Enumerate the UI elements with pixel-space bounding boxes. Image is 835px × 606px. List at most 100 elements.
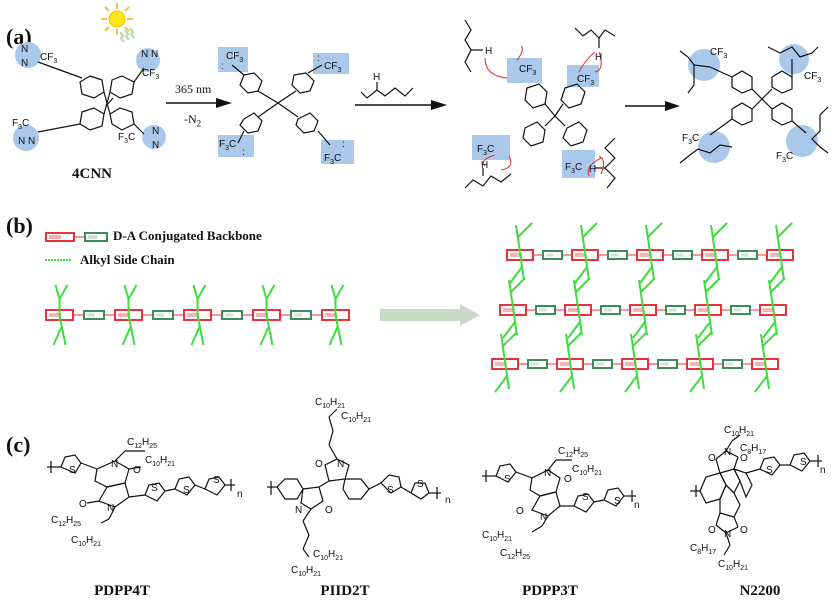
alkyl-side-chain (775, 224, 785, 281)
alkyl-side-chain (768, 279, 778, 336)
crosslink-highlight (698, 131, 730, 163)
alkyl-side-chain (704, 266, 718, 284)
donor-unit-highlight (705, 253, 717, 257)
alkyl-side-chain (580, 224, 590, 281)
acceptor-unit-highlight (87, 313, 95, 317)
sun-icon (101, 3, 135, 43)
alkyl-side-chain (770, 277, 786, 293)
svg-text:F3C: F3C (565, 162, 582, 175)
panel-c-label: (c) (6, 432, 31, 457)
donor-unit-highlight (640, 253, 652, 257)
svg-text:C10H21: C10H21 (315, 397, 345, 410)
svg-text:N: N (21, 58, 28, 69)
alkyl-side-chain (502, 331, 518, 347)
alkyl-side-chain (54, 284, 69, 302)
svg-text:H: H (595, 52, 602, 63)
svg-text:F3C: F3C (118, 132, 135, 145)
svg-text:N: N (724, 447, 731, 458)
svg-text:N: N (337, 459, 344, 470)
alkyl-side-chain (762, 321, 776, 339)
step1-wavelength: 365 nm (175, 82, 212, 96)
acceptor-unit-highlight (676, 253, 684, 257)
svg-text:N: N (141, 49, 148, 60)
acceptor-unit-highlight (669, 308, 677, 312)
acceptor-unit-highlight (611, 253, 619, 257)
alkyl-side-chain (123, 284, 138, 302)
alkyl-side-chain (630, 333, 640, 390)
alkyl-side-chain (196, 314, 205, 346)
diazirine-highlight (142, 125, 166, 149)
alkyl-side-chain (705, 277, 721, 293)
svg-text:N: N (540, 512, 547, 523)
svg-text:n: n (445, 495, 451, 506)
assembly-arrow (380, 304, 480, 326)
donor-unit-highlight (575, 253, 587, 257)
alkyl-side-chain (777, 222, 793, 238)
svg-text:N: N (151, 49, 158, 60)
svg-text:O: O (315, 459, 323, 470)
alkyl-side-chain (192, 284, 207, 302)
diazirine-highlight (15, 42, 41, 68)
alkyl-side-chain (582, 222, 598, 238)
alkyl-side-chain (710, 224, 720, 281)
alkyl-side-chain (58, 314, 67, 346)
donor-unit-highlight (49, 313, 62, 317)
svg-text:O: O (740, 453, 748, 464)
byproduct-subscript: 2 (196, 118, 202, 129)
svg-text:C10H21: C10H21 (482, 530, 512, 543)
alkyl-side-chain (573, 279, 583, 336)
acceptor-unit-highlight (734, 308, 742, 312)
donor-unit-highlight (625, 362, 637, 366)
acceptor-unit-highlight (294, 313, 302, 317)
svg-text:H: H (481, 160, 488, 171)
svg-text:S: S (69, 465, 76, 476)
acceptor-unit-highlight (604, 308, 612, 312)
svg-text:N: N (724, 529, 731, 540)
diazirine-highlight (13, 125, 39, 151)
svg-text:O: O (564, 474, 572, 485)
svg-text::: : (242, 147, 245, 158)
acceptor-unit-highlight (156, 313, 164, 317)
svg-text:CF3: CF3 (519, 64, 536, 77)
svg-text:F3C: F3C (12, 118, 29, 131)
donor-unit-highlight (763, 308, 775, 312)
acceptor-unit-highlight (531, 362, 539, 366)
reaction-arrow-3 (625, 101, 680, 111)
svg-text:F3C: F3C (324, 153, 341, 166)
alkyl-side-chain (52, 326, 63, 346)
alkyl-side-chain (334, 314, 343, 346)
carbene-highlight (218, 135, 254, 157)
legend-backbone-symbol (45, 232, 108, 242)
svg-text:S: S (387, 485, 394, 496)
svg-text:S: S (800, 457, 807, 468)
alkyl-side-chain (754, 375, 768, 393)
alkyl-side-chain (500, 333, 510, 390)
alkyl-side-chain (261, 284, 276, 302)
polymer-name-pdpp4t: PDPP4T (94, 583, 150, 599)
byproduct-text: -N (184, 112, 197, 126)
alkyl-side-chain (515, 224, 525, 281)
acceptor-unit-highlight (539, 308, 547, 312)
molecule-carbene: CF3: CF3: F3C: F3C: (218, 47, 354, 166)
acceptor-unit-highlight (596, 362, 604, 366)
svg-text:S: S (766, 465, 773, 476)
svg-text:CF3: CF3 (577, 74, 594, 87)
legend-side-chain-label: Alkyl Side Chain (80, 252, 175, 267)
donor-unit-highlight (187, 313, 200, 317)
crosslink-highlight (688, 49, 720, 81)
alkyl-side-chain (121, 326, 132, 346)
svg-text:C10H21: C10H21 (313, 549, 343, 562)
svg-text:N: N (544, 468, 551, 479)
donor-unit-highlight (118, 313, 131, 317)
svg-text:CF3: CF3 (324, 61, 341, 74)
alkyl-side-chain (508, 279, 518, 336)
donor-unit-highlight (510, 253, 522, 257)
svg-text:C12H25: C12H25 (127, 437, 157, 450)
svg-text:S: S (183, 485, 190, 496)
acceptor-unit-highlight (726, 362, 734, 366)
polymer-name-pdpp3t: PDPP3T (522, 583, 578, 599)
carbene-highlight (321, 140, 354, 164)
